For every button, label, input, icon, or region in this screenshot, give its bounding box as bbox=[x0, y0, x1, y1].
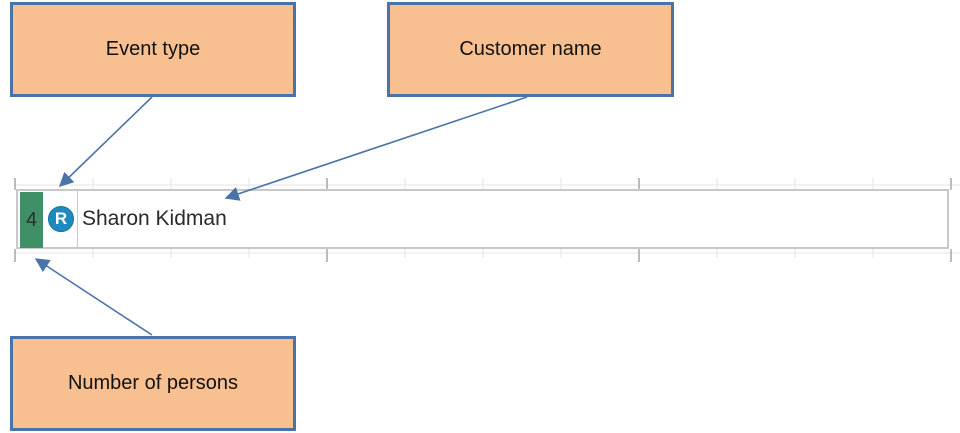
customer-name: Sharon Kidman bbox=[82, 207, 227, 230]
callout-customer-name: Customer name bbox=[387, 2, 674, 97]
callout-event-type: Event type bbox=[10, 2, 296, 97]
callout-number-of-persons: Number of persons bbox=[10, 336, 296, 431]
event-type-icon: R bbox=[48, 206, 74, 232]
booking-row[interactable]: 4 R Sharon Kidman bbox=[16, 189, 949, 249]
cell-divider bbox=[77, 191, 78, 247]
arrow-number-of-persons bbox=[34, 258, 153, 336]
persons-count: 4 bbox=[20, 192, 43, 248]
arrow-event-type bbox=[58, 96, 153, 188]
arrow-customer-name bbox=[224, 96, 528, 201]
